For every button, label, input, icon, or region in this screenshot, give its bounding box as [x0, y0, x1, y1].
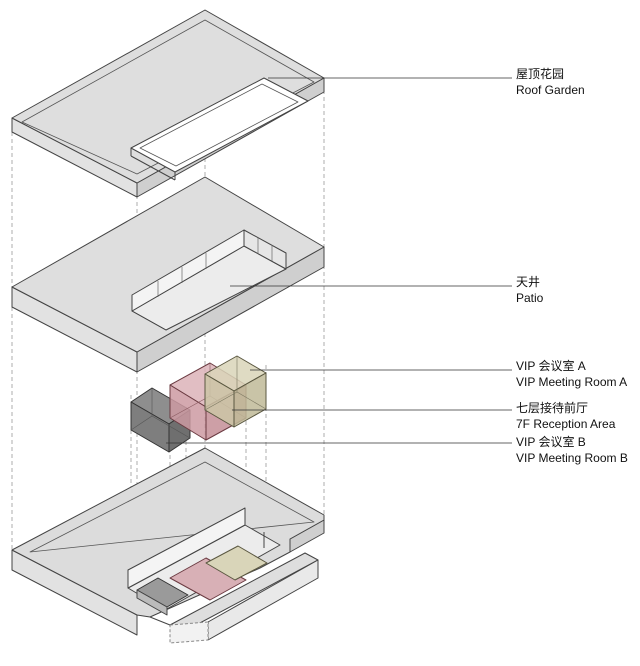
leader-lines — [166, 77, 512, 444]
label-vip-a-cn: VIP 会议室 A — [516, 359, 586, 373]
vip-meeting-room-a-volume — [204, 355, 267, 428]
roof-opening-inner — [139, 83, 299, 167]
label-vip-b-en: VIP Meeting Room B — [516, 451, 628, 465]
label-patio-cn: 天井 — [516, 275, 541, 289]
label-roof-garden-cn: 屋顶花园 — [516, 67, 565, 81]
floor-top — [11, 447, 325, 618]
seventh-floor-slab — [11, 447, 325, 644]
label-roof-garden-en: Roof Garden — [516, 83, 585, 97]
roof-parapet-inner — [21, 19, 315, 175]
patio-slab-top — [11, 176, 325, 353]
floor-parapet-inner — [29, 461, 315, 553]
label-roof-garden: 屋顶花园 Roof Garden — [516, 66, 585, 98]
label-vip-b: VIP 会议室 B VIP Meeting Room B — [516, 434, 628, 466]
label-vip-a-en: VIP Meeting Room A — [516, 375, 628, 389]
vip-a-footprint — [205, 545, 268, 581]
patio-slab — [11, 176, 325, 373]
label-reception-cn: 七层接待前厅 — [516, 401, 589, 415]
roof-slab — [11, 9, 325, 198]
label-reception: 七层接待前厅 7F Reception Area — [516, 400, 615, 432]
label-vip-b-cn: VIP 会议室 B — [516, 435, 586, 449]
reception-footprint — [169, 557, 247, 601]
label-patio-en: Patio — [516, 291, 544, 305]
label-patio: 天井 Patio — [516, 274, 543, 306]
label-reception-en: 7F Reception Area — [516, 417, 616, 431]
label-vip-a: VIP 会议室 A VIP Meeting Room A — [516, 358, 627, 390]
